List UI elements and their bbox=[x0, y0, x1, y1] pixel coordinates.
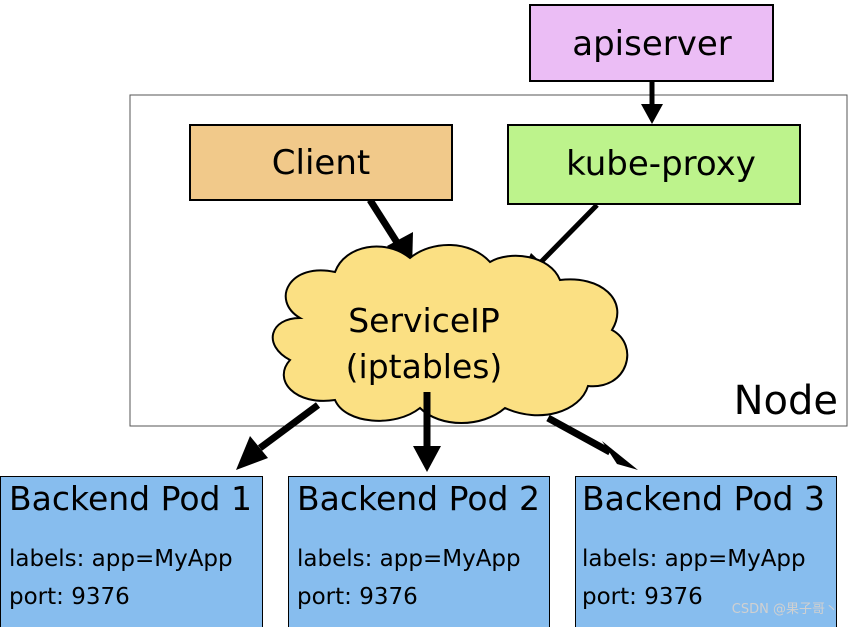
apiserver-label: apiserver bbox=[572, 24, 732, 64]
client-label: Client bbox=[272, 143, 370, 183]
pod-1-labels: labels: app=MyApp bbox=[9, 546, 233, 572]
arrow-service-to-pod1 bbox=[236, 402, 321, 470]
apiserver-box bbox=[529, 4, 774, 82]
service-ip-cloud bbox=[271, 244, 629, 424]
service-ip-line1: ServiceIP bbox=[348, 301, 500, 340]
arrow-service-to-pod3 bbox=[546, 414, 638, 470]
node-label: Node bbox=[734, 378, 838, 424]
backend-pod-3: Backend Pod 3 labels: app=MyApp port: 93… bbox=[575, 476, 837, 627]
kube-proxy-box bbox=[507, 124, 801, 205]
pod-1-title: Backend Pod 1 bbox=[9, 479, 252, 518]
service-ip-line2: (iptables) bbox=[346, 347, 503, 386]
pod-2-port: port: 9376 bbox=[297, 584, 418, 610]
pod-2-title: Backend Pod 2 bbox=[297, 479, 540, 518]
arrow-apiserver-to-kube-proxy bbox=[641, 81, 663, 124]
pod-1-port: port: 9376 bbox=[9, 584, 130, 610]
watermark: CSDN @果子哥丶 bbox=[732, 602, 838, 617]
backend-pod-1: Backend Pod 1 labels: app=MyApp port: 93… bbox=[0, 476, 263, 627]
kube-proxy-label: kube-proxy bbox=[566, 144, 756, 184]
pod-3-port: port: 9376 bbox=[582, 584, 703, 610]
pod-3-title: Backend Pod 3 bbox=[582, 479, 825, 518]
pod-2-labels: labels: app=MyApp bbox=[297, 546, 521, 572]
client-box bbox=[189, 124, 453, 201]
backend-pod-2: Backend Pod 2 labels: app=MyApp port: 93… bbox=[288, 476, 550, 627]
pod-3-labels: labels: app=MyApp bbox=[582, 546, 806, 572]
arrow-service-to-pod2 bbox=[413, 392, 441, 472]
